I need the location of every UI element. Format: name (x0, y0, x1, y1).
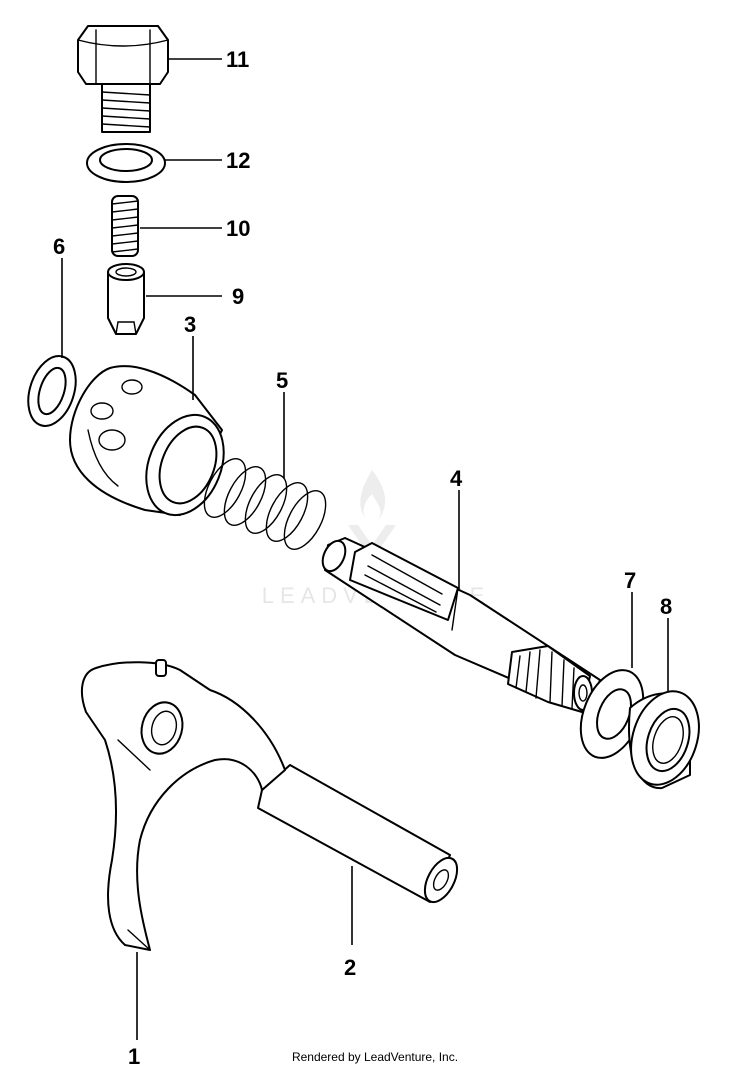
callout-4: 4 (450, 466, 463, 491)
detent-spring-icon (111, 195, 139, 257)
callout-6: 6 (53, 234, 65, 259)
callout-10: 11 (226, 47, 249, 72)
washer-6-icon (27, 355, 77, 427)
footer-credit: Rendered by LeadVenture, Inc. (291, 1050, 459, 1064)
coil-spring-icon (203, 458, 327, 550)
callout-9: 9 (232, 284, 244, 309)
callout-12: 12 (226, 148, 250, 173)
callout-2: 2 (344, 955, 356, 980)
detent-pin-icon (107, 263, 145, 335)
hex-bolt-icon (77, 25, 169, 133)
callout-8: 8 (660, 594, 672, 619)
callout-11: 10 (226, 216, 250, 241)
shift-drum-icon (69, 365, 225, 517)
flame-logo-icon (360, 470, 386, 520)
callout-5: 5 (276, 368, 288, 393)
callout-7: 7 (624, 568, 636, 593)
callouts: 11 12 10 9 3 5 6 4 7 8 2 1 (53, 47, 672, 1069)
oil-seal-icon (628, 690, 700, 790)
splined-shaft-icon (321, 537, 601, 713)
washer-7-icon (579, 669, 645, 759)
v-logo-icon (348, 525, 396, 560)
leader-lines (61, 58, 669, 1040)
gasket-washer-icon (86, 143, 166, 183)
shift-fork-icon (80, 659, 286, 951)
shift-rod-icon (257, 764, 459, 904)
callout-3: 3 (184, 312, 196, 337)
callout-1: 1 (128, 1044, 140, 1069)
